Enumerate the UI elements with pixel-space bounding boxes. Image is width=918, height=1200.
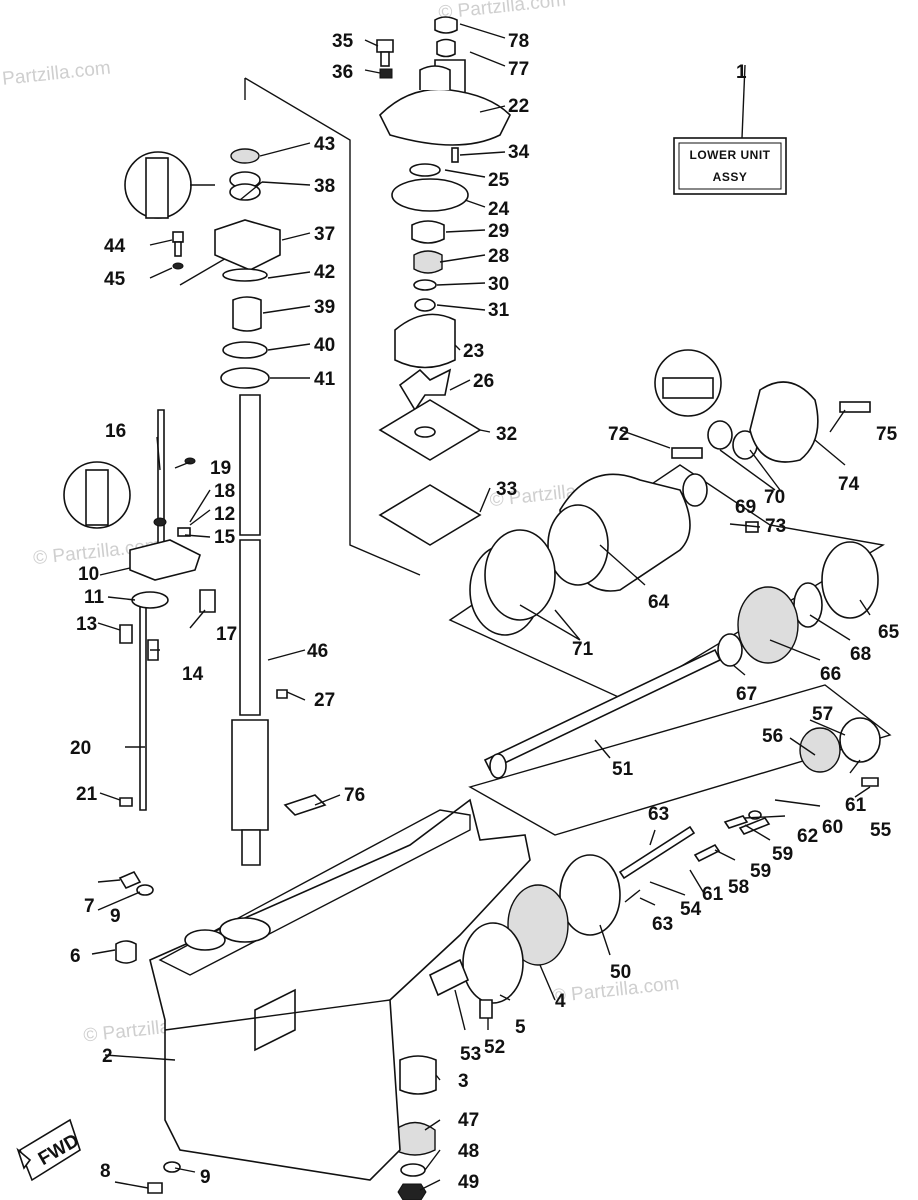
callout-26: 26 — [473, 371, 494, 392]
fwd-direction-badge: FWD — [16, 1118, 83, 1182]
callout-38: 38 — [314, 176, 335, 197]
callout-10: 10 — [78, 564, 99, 585]
callout-36: 36 — [332, 62, 353, 83]
driveshaft — [231, 394, 269, 866]
callout-43: 43 — [314, 134, 335, 155]
callout-61b: 61 — [702, 884, 724, 905]
callout-4: 4 — [555, 991, 566, 1012]
callout-14: 14 — [182, 664, 204, 685]
callout-27: 27 — [314, 690, 335, 711]
callout-34: 34 — [508, 142, 530, 163]
callout-6: 6 — [70, 946, 81, 967]
callout-63b: 63 — [652, 914, 673, 935]
assembly-label: 1 LOWER UNIT ASSY — [673, 62, 787, 195]
callout-49: 49 — [458, 1172, 479, 1193]
callout-75: 75 — [876, 424, 898, 445]
callout-48: 48 — [458, 1141, 479, 1162]
callout-28: 28 — [488, 246, 509, 267]
callout-40: 40 — [314, 335, 335, 356]
callout-66: 66 — [820, 664, 841, 685]
callout-13: 13 — [76, 614, 97, 635]
callout-57: 57 — [812, 704, 833, 725]
callout-44: 44 — [104, 236, 126, 257]
callout-33: 33 — [496, 479, 517, 500]
watermark-text: © Partzilla.com — [0, 58, 112, 92]
callout-24: 24 — [488, 199, 510, 220]
callout-29: 29 — [488, 221, 509, 242]
callout-37: 37 — [314, 224, 335, 245]
callout-9a: 9 — [110, 906, 121, 927]
callout-56: 56 — [762, 726, 783, 747]
callout-62: 62 — [797, 826, 818, 847]
callout-61a: 61 — [845, 795, 867, 816]
callout-77: 77 — [508, 59, 529, 80]
callout-58: 58 — [728, 877, 749, 898]
lower-case — [115, 689, 531, 1194]
callout-8: 8 — [100, 1161, 111, 1182]
callout-69: 69 — [735, 497, 756, 518]
callout-1: 1 — [736, 62, 747, 83]
callout-18: 18 — [214, 481, 235, 502]
callout-25: 25 — [488, 170, 510, 191]
callout-51: 51 — [612, 759, 634, 780]
leader-lines — [91, 23, 871, 1191]
callout-5: 5 — [515, 1017, 526, 1038]
callout-78: 78 — [508, 31, 529, 52]
callout-72: 72 — [608, 424, 629, 445]
callout-19: 19 — [210, 458, 231, 479]
callout-65: 65 — [878, 622, 900, 643]
assembly-label-line2: ASSY — [713, 170, 748, 184]
water-pump-assembly — [376, 16, 511, 546]
prop-shaft-assembly — [448, 381, 892, 836]
callout-12: 12 — [214, 504, 235, 525]
callout-59a: 59 — [772, 844, 793, 865]
callout-32: 32 — [496, 424, 517, 445]
callout-50: 50 — [610, 962, 631, 983]
assembly-label-line1: LOWER UNIT — [690, 148, 771, 162]
callout-52: 52 — [484, 1037, 505, 1058]
callout-23: 23 — [463, 341, 484, 362]
callout-20: 20 — [70, 738, 91, 759]
callout-53: 53 — [460, 1044, 481, 1065]
callout-41: 41 — [314, 369, 336, 390]
callout-67: 67 — [736, 684, 757, 705]
callout-39: 39 — [314, 297, 335, 318]
callout-74: 74 — [838, 474, 860, 495]
callout-59b: 59 — [750, 861, 771, 882]
detail-callouts — [63, 151, 722, 529]
callout-16: 16 — [105, 421, 126, 442]
callout-63a: 63 — [648, 804, 669, 825]
callout-55: 55 — [870, 820, 892, 841]
callout-31: 31 — [488, 300, 510, 321]
upper-housing-assembly — [172, 148, 281, 389]
callout-numbers: 35 36 78 77 22 34 25 24 29 28 30 31 23 2… — [70, 31, 900, 1193]
callout-9b: 9 — [200, 1167, 211, 1188]
callout-21: 21 — [76, 784, 98, 805]
callout-17: 17 — [216, 624, 237, 645]
callout-46: 46 — [307, 641, 328, 662]
callout-2: 2 — [102, 1046, 113, 1067]
shift-rod-assembly — [119, 409, 216, 811]
callout-76: 76 — [344, 785, 365, 806]
callout-30: 30 — [488, 274, 509, 295]
callout-7: 7 — [84, 896, 95, 917]
callout-42: 42 — [314, 262, 335, 283]
callout-47: 47 — [458, 1110, 479, 1131]
gear-cluster — [394, 810, 771, 1200]
callout-68: 68 — [850, 644, 871, 665]
callout-70: 70 — [764, 487, 785, 508]
callout-54: 54 — [680, 899, 702, 920]
callout-35: 35 — [332, 31, 354, 52]
callout-15: 15 — [214, 527, 236, 548]
callout-11: 11 — [84, 587, 105, 608]
callout-71: 71 — [572, 639, 594, 660]
callout-64: 64 — [648, 592, 670, 613]
callout-22: 22 — [508, 96, 529, 117]
callout-73: 73 — [765, 516, 786, 537]
callout-60: 60 — [822, 817, 843, 838]
callout-45: 45 — [104, 269, 126, 290]
callout-3: 3 — [458, 1071, 469, 1092]
